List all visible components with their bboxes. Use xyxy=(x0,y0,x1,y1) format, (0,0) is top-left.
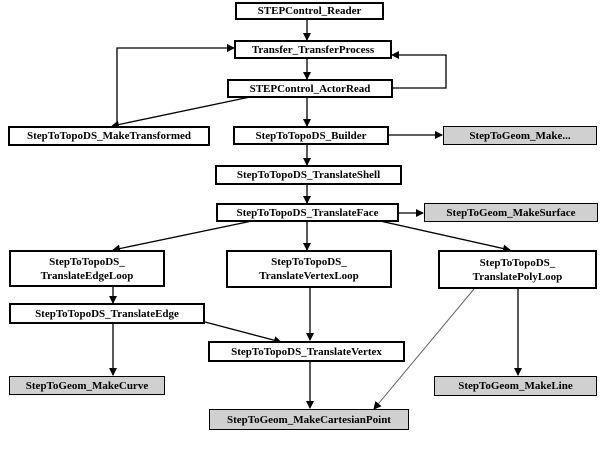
node-steptotopods-translateshell: StepToTopoDS_TranslateShell xyxy=(215,165,402,185)
node-steptogeom-makeline: StepToGeom_MakeLine xyxy=(434,376,597,396)
node-steptogeom-makecartesianpoint: StepToGeom_MakeCartesianPoint xyxy=(209,409,409,430)
arrow-edge-vertex xyxy=(204,321,282,345)
node-transfer-transferprocess: Transfer_TransferProcess xyxy=(234,40,392,59)
arrow-face-polyloop xyxy=(379,220,511,253)
arrow-maketransformed-loop-transfer xyxy=(116,44,235,127)
node-steptotopods-builder: StepToTopoDS_Builder xyxy=(233,126,389,145)
node-steptotopods-translateedge: StepToTopoDS_TranslateEdge xyxy=(9,303,205,324)
node-steptogeom-makesurface: StepToGeom_MakeSurface xyxy=(424,203,598,222)
node-stepcontrol-actorread: STEPControl_ActorRead xyxy=(227,79,393,98)
arrow-polyloop-cartesianpoint xyxy=(373,288,475,410)
arrow-actor-loop-transfer xyxy=(391,51,447,89)
arrow-face-edgeloop xyxy=(112,220,253,253)
node-steptogeom-makecurve: StepToGeom_MakeCurve xyxy=(9,376,165,395)
node-steptogeom-make: StepToGeom_Make... xyxy=(443,126,597,145)
node-steptotopods-translateedgeloop: StepToTopoDS_ TranslateEdgeLoop xyxy=(9,250,165,287)
arrow-actor-maketransformed xyxy=(111,96,251,129)
node-steptotopods-translateface: StepToTopoDS_TranslateFace xyxy=(216,203,399,222)
node-steptotopods-maketransformed: StepToTopoDS_MakeTransformed xyxy=(8,126,210,146)
node-stepcontrol-reader: STEPControl_Reader xyxy=(235,2,384,20)
node-steptotopods-translatevertex: StepToTopoDS_TranslateVertex xyxy=(208,341,405,362)
node-steptotopods-translatepolyloop: StepToTopoDS_ TranslatePolyLoop xyxy=(438,250,597,289)
node-steptotopods-translatevertexloop: StepToTopoDS_ TranslateVertexLoop xyxy=(226,250,392,288)
